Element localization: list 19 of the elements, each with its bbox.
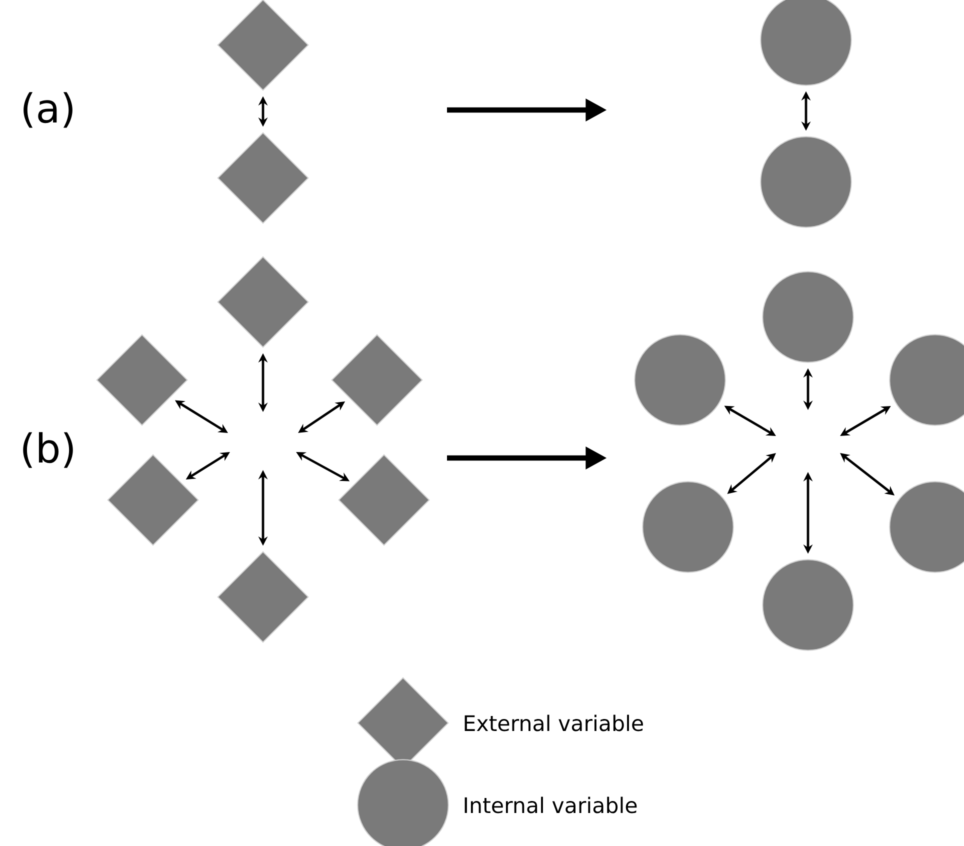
circle-shape	[762, 271, 854, 363]
circle-shape	[889, 481, 964, 573]
circle-shape	[760, 136, 852, 228]
legend-text: External variable	[464, 714, 643, 732]
panel-label: (b)	[23, 432, 73, 468]
diamond-shape	[331, 334, 423, 426]
diamond-shape	[338, 454, 430, 546]
diamond-shape	[217, 132, 309, 224]
diamond-shape	[217, 0, 309, 91]
circle-shape	[762, 559, 854, 651]
diamond-shape	[217, 551, 309, 643]
diamond-shape	[217, 256, 309, 348]
legend-text: Internal variable	[464, 796, 637, 814]
circle-shape	[634, 334, 726, 426]
circle-shape	[642, 481, 734, 573]
circle-shape	[889, 334, 964, 426]
diamond-shape	[96, 334, 188, 426]
panel-label: (a)	[24, 92, 72, 128]
diamond-shape	[107, 454, 199, 546]
